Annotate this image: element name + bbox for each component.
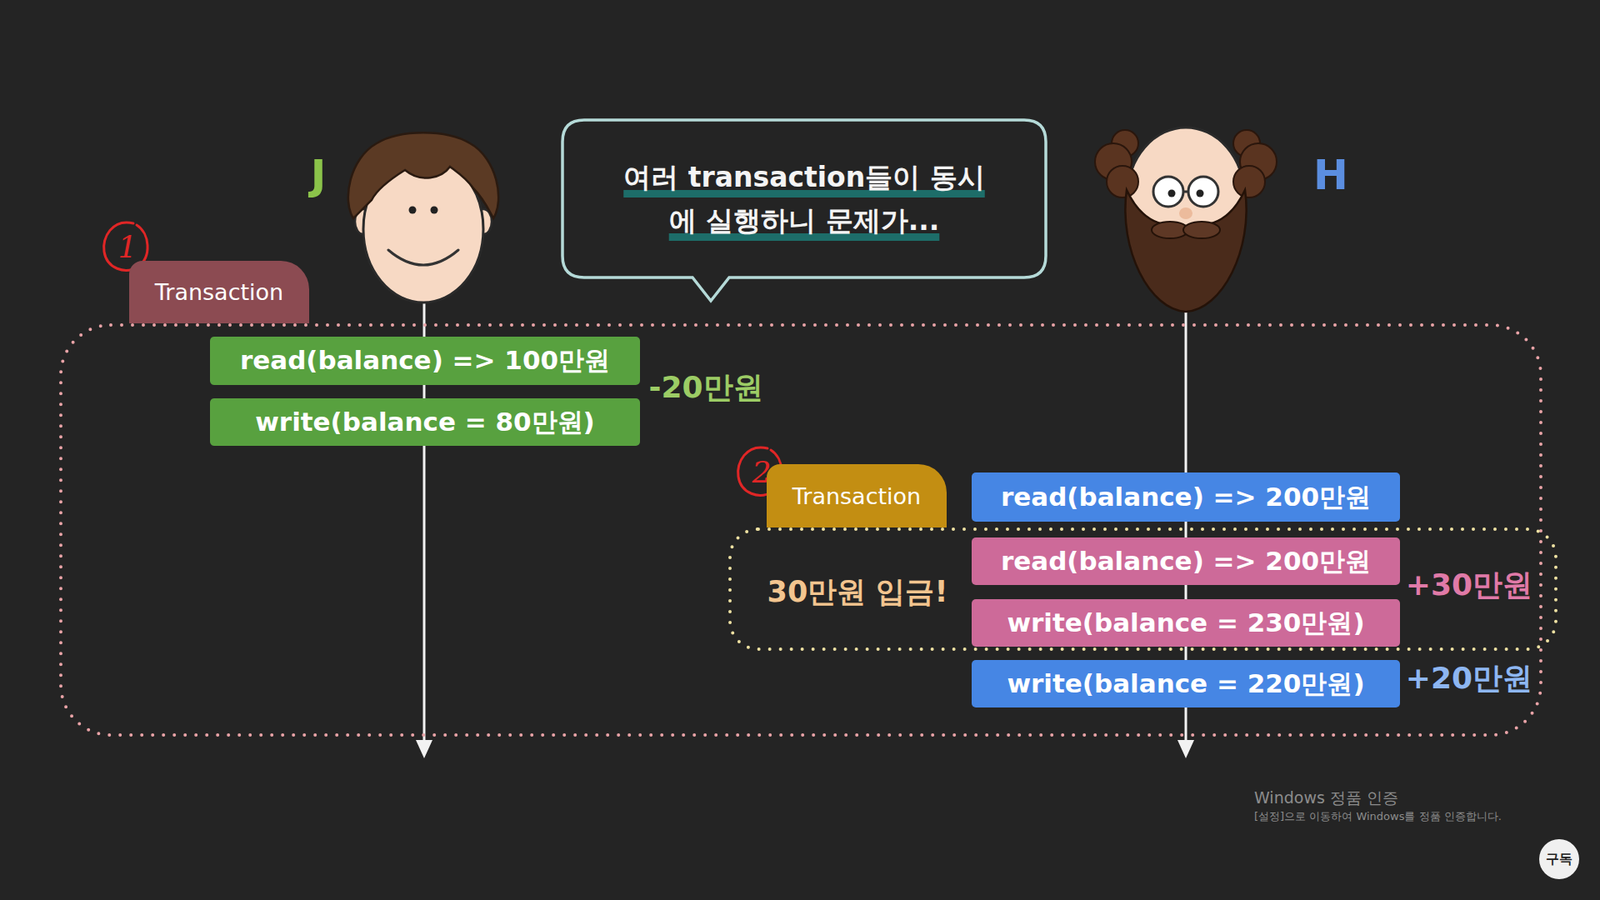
person-name: J bbox=[310, 150, 327, 200]
region-outline bbox=[730, 529, 1556, 650]
transaction-region: Transaction read(balance) => 100만원 write(b… bbox=[59, 323, 1543, 737]
timeline-arrow bbox=[415, 740, 433, 759]
read-step: read(balance) => 100만원 bbox=[210, 336, 640, 385]
write-step: write(balance = 230만원) bbox=[971, 599, 1400, 647]
region-note: 30만원 입금! bbox=[767, 572, 949, 612]
bubble-text: 여러 transaction들이 동시에 실행하니 문제가... bbox=[616, 155, 992, 241]
subscribe-label: 구독 bbox=[1545, 850, 1573, 869]
write-step: write(balance = 80만원) bbox=[210, 398, 640, 446]
speech-bubble: 여러 transaction들이 동시에 실행하니 문제가... bbox=[562, 120, 1046, 278]
person-name: H bbox=[1313, 150, 1349, 200]
bubble-outline bbox=[562, 120, 1046, 301]
step-text: write(balance = 230만원) bbox=[1006, 605, 1365, 641]
amount-change: +30만원 bbox=[1405, 565, 1533, 606]
read-step: read(balance) => 200만원 bbox=[971, 472, 1400, 522]
callout-number: 2 bbox=[752, 455, 772, 490]
person-h bbox=[1095, 127, 1277, 312]
watermark: Windows 정품 인증 bbox=[1254, 787, 1399, 810]
step-text: write(balance = 220만원) bbox=[1006, 666, 1365, 702]
timeline-arrow bbox=[1177, 740, 1195, 759]
subscribe-button bbox=[1539, 839, 1580, 880]
step-text: read(balance) => 200만원 bbox=[1000, 480, 1371, 515]
amount-change: +20만원 bbox=[1405, 658, 1533, 700]
callout-number: 1 bbox=[118, 230, 138, 265]
person-j bbox=[348, 132, 499, 303]
step-text: read(balance) => 200만원 bbox=[1000, 544, 1371, 580]
step-text: write(balance = 80만원) bbox=[255, 405, 595, 440]
read-step: read(balance) => 200만원 bbox=[971, 537, 1400, 585]
transaction-tab: Transaction bbox=[129, 260, 310, 324]
step-text: read(balance) => 100만원 bbox=[240, 343, 610, 379]
transaction-tab: Transaction bbox=[766, 464, 947, 528]
write-step: write(balance = 220만원) bbox=[971, 660, 1400, 708]
watermark: [설정]으로 이동하여 Windows를 정품 인증합니다. bbox=[1254, 809, 1502, 825]
amount-change: -20만원 bbox=[648, 367, 763, 409]
